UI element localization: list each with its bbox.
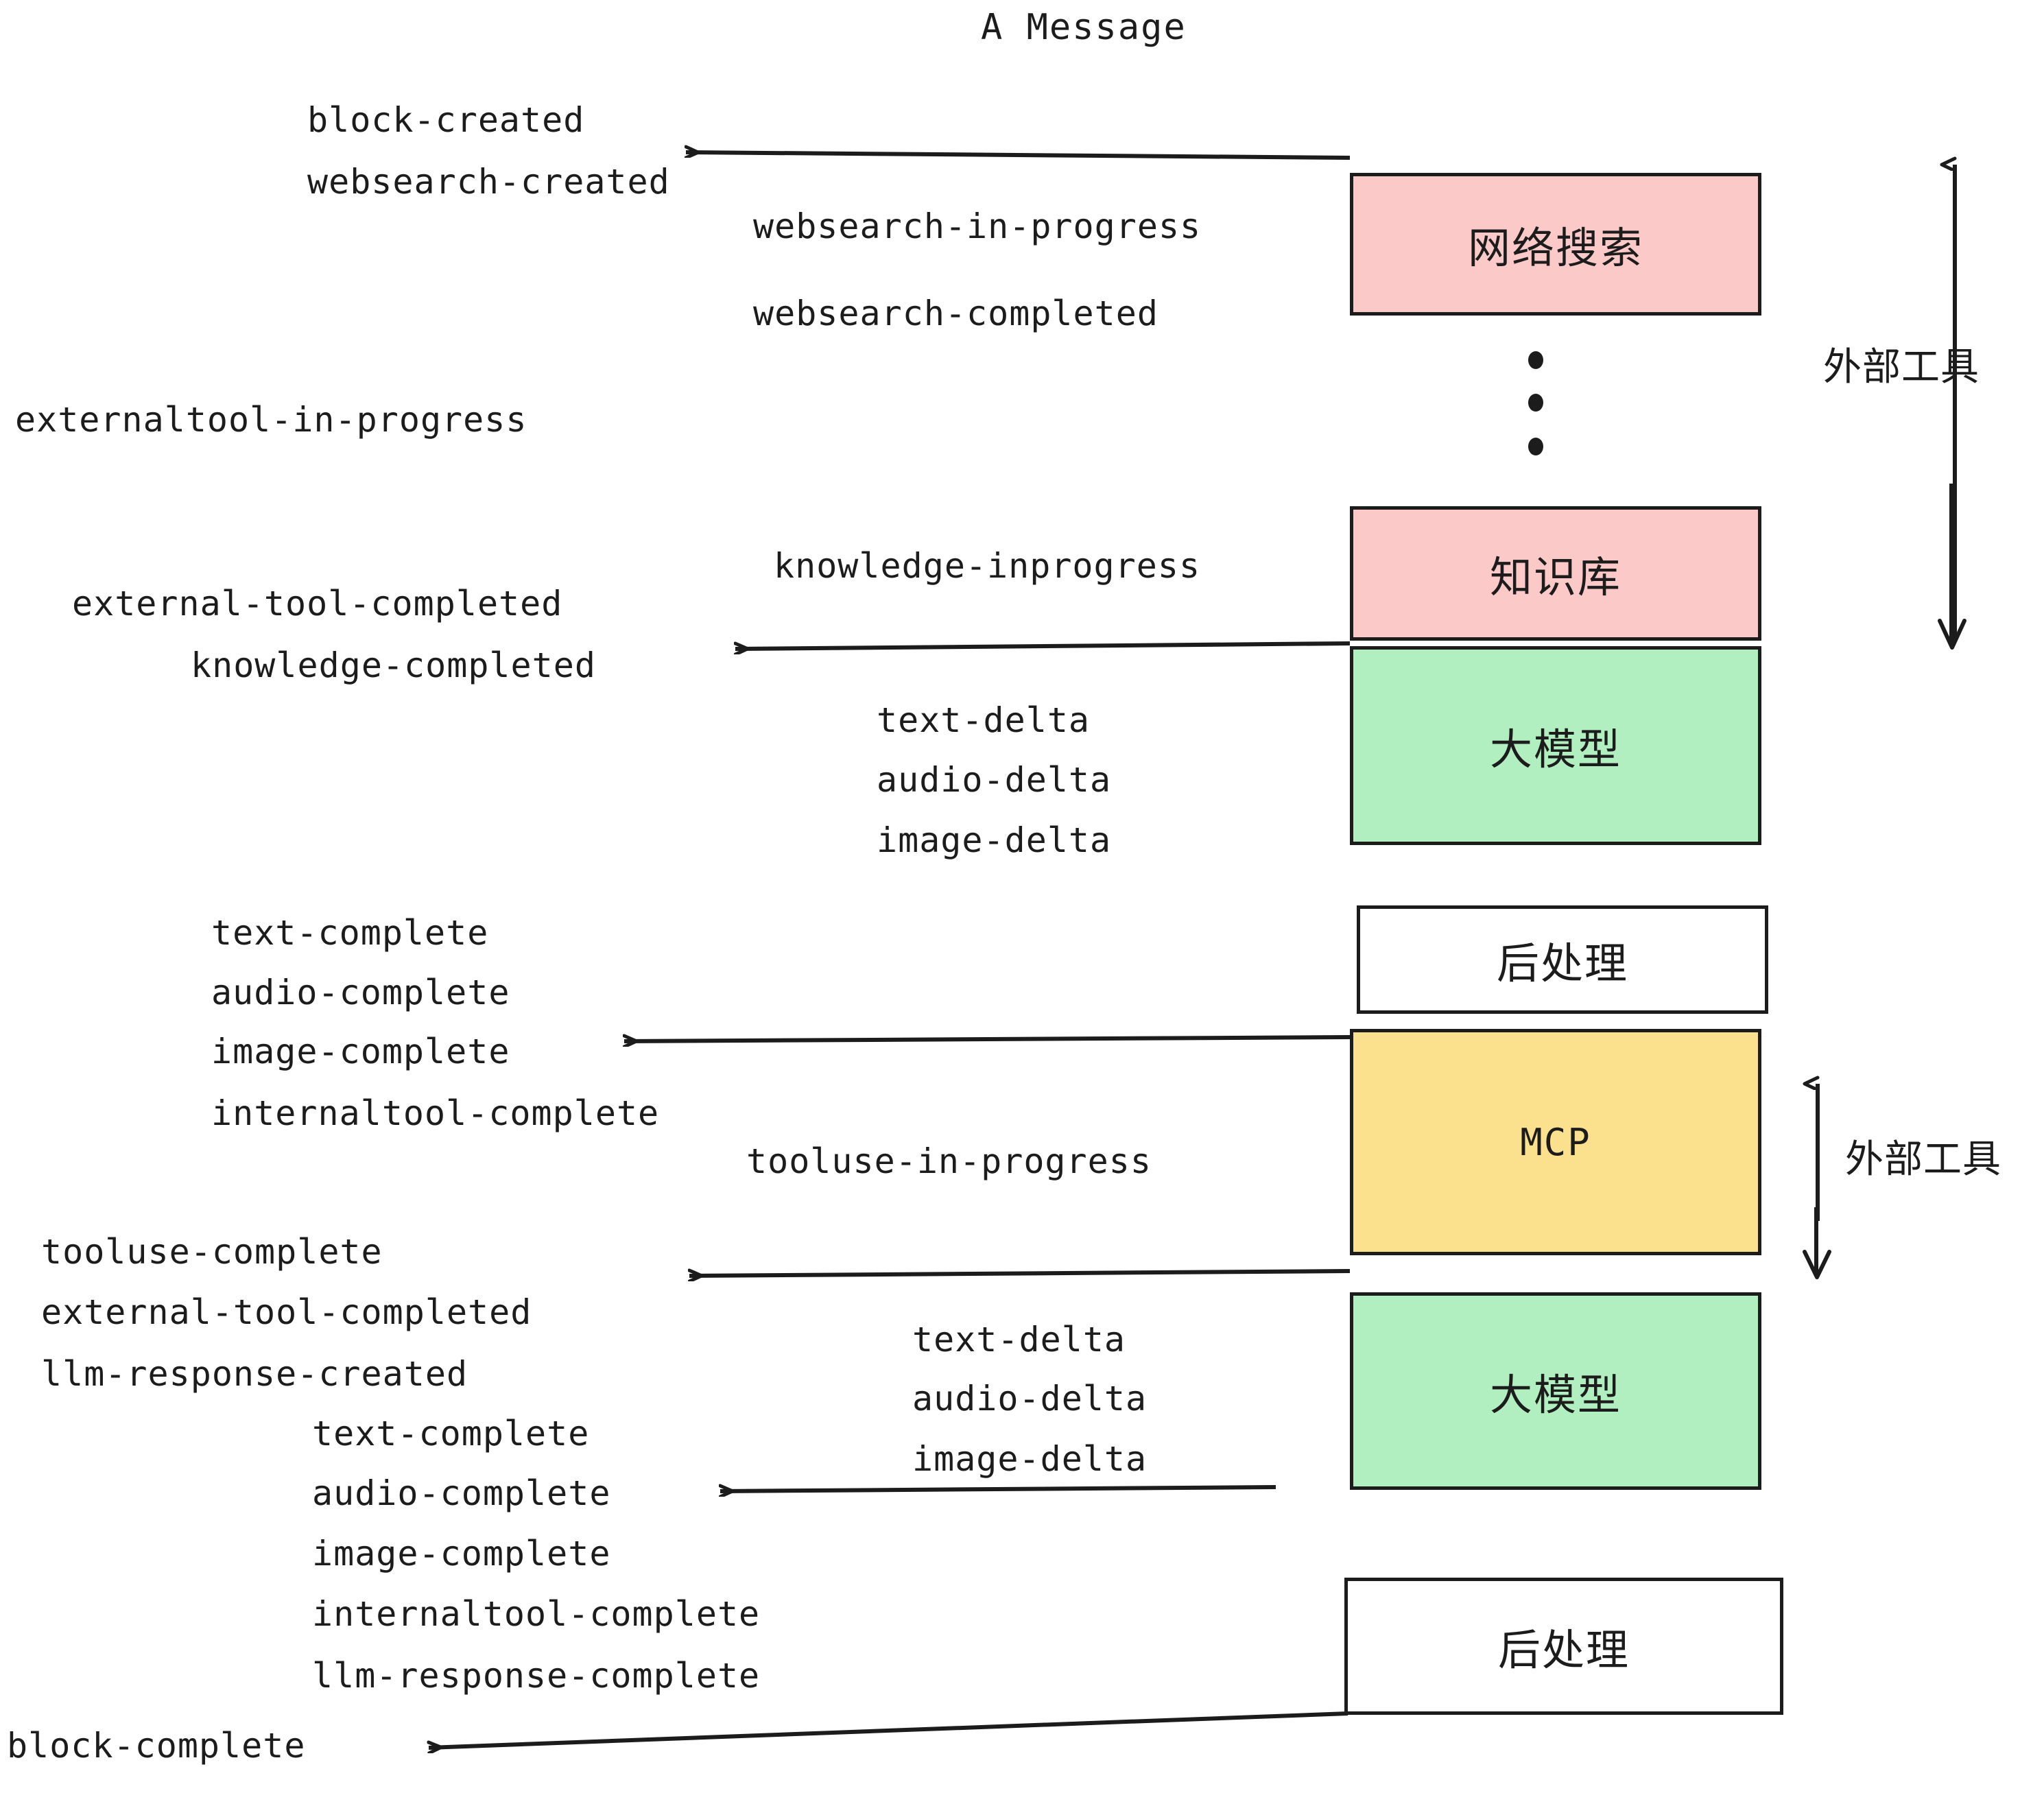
ellipsis-dot [1528,394,1543,412]
event-externaltool-in-progress: externaltool-in-progress [15,400,527,440]
side-label-external-tools-top: 外部工具 [1823,345,1980,390]
node-llm-2-label: 大模型 [1489,1370,1621,1420]
arrow-knowledge-to-completed [735,641,1351,649]
event-image-delta-2: image-delta [912,1439,1148,1479]
event-image-delta-1: image-delta [877,820,1112,860]
side-label-external-tools-bottom: 外部工具 [1845,1137,2001,1182]
event-internaltool-complete-2: internaltool-complete [312,1594,761,1634]
arrow-postprocess2-to-block-complete [429,1711,1348,1748]
arrow-mcp-to-tooluse-complete [689,1271,1351,1276]
event-image-complete-2: image-complete [312,1534,611,1574]
event-block-complete: block-complete [7,1726,306,1766]
event-websearch-in-progress: websearch-in-progress [753,206,1202,246]
event-text-complete-2: text-complete [312,1414,590,1453]
node-knowledge[interactable]: 知识库 [1350,506,1761,641]
arrow-llm2-to-audio-complete [720,1487,1276,1491]
node-postprocess-2[interactable]: 后处理 [1344,1578,1783,1715]
event-knowledge-inprogress: knowledge-inprogress [774,546,1201,586]
event-audio-delta-2: audio-delta [912,1379,1148,1419]
event-text-complete-1: text-complete [211,913,489,953]
node-knowledge-label: 知识库 [1489,552,1621,602]
page-title: A Message [981,7,1187,48]
event-text-delta-2: text-delta [912,1320,1126,1360]
external-tools-range-top [1938,165,1966,650]
event-audio-complete-2: audio-complete [312,1473,611,1513]
event-tooluse-in-progress: tooluse-in-progress [746,1141,1152,1181]
event-websearch-completed: websearch-completed [753,294,1158,333]
node-llm-1-label: 大模型 [1489,724,1621,774]
event-image-complete-1: image-complete [211,1032,510,1071]
node-llm-1[interactable]: 大模型 [1350,646,1761,845]
node-postprocess-1-label: 后处理 [1496,938,1628,988]
event-text-delta-1: text-delta [877,700,1091,740]
event-websearch-created: websearch-created [307,162,670,202]
arrow-postprocess1-to-image-complete [624,1037,1351,1041]
event-tooluse-complete: tooluse-complete [41,1232,383,1272]
event-audio-delta-1: audio-delta [877,760,1112,800]
event-internaltool-complete-1: internaltool-complete [211,1093,660,1133]
event-block-created: block-created [307,100,585,140]
node-websearch-label: 网络搜索 [1467,223,1643,273]
node-postprocess-2-label: 后处理 [1497,1625,1630,1675]
event-llm-response-complete: llm-response-complete [312,1656,761,1696]
node-postprocess-1[interactable]: 后处理 [1357,905,1768,1014]
event-llm-response-created: llm-response-created [41,1354,468,1394]
arrow-websearch-to-block-created [686,152,1351,160]
node-mcp-label: MCP [1520,1120,1591,1164]
event-knowledge-completed: knowledge-completed [191,645,596,685]
event-external-tool-completed-2: external-tool-completed [41,1292,532,1332]
external-tools-range-bottom [1803,1084,1831,1279]
node-websearch[interactable]: 网络搜索 [1350,173,1761,316]
node-llm-2[interactable]: 大模型 [1350,1292,1761,1490]
ellipsis-dot [1528,438,1543,455]
ellipsis-dot [1528,351,1543,369]
node-mcp[interactable]: MCP [1350,1029,1761,1255]
event-external-tool-completed-1: external-tool-completed [72,584,563,624]
event-audio-complete-1: audio-complete [211,973,510,1012]
